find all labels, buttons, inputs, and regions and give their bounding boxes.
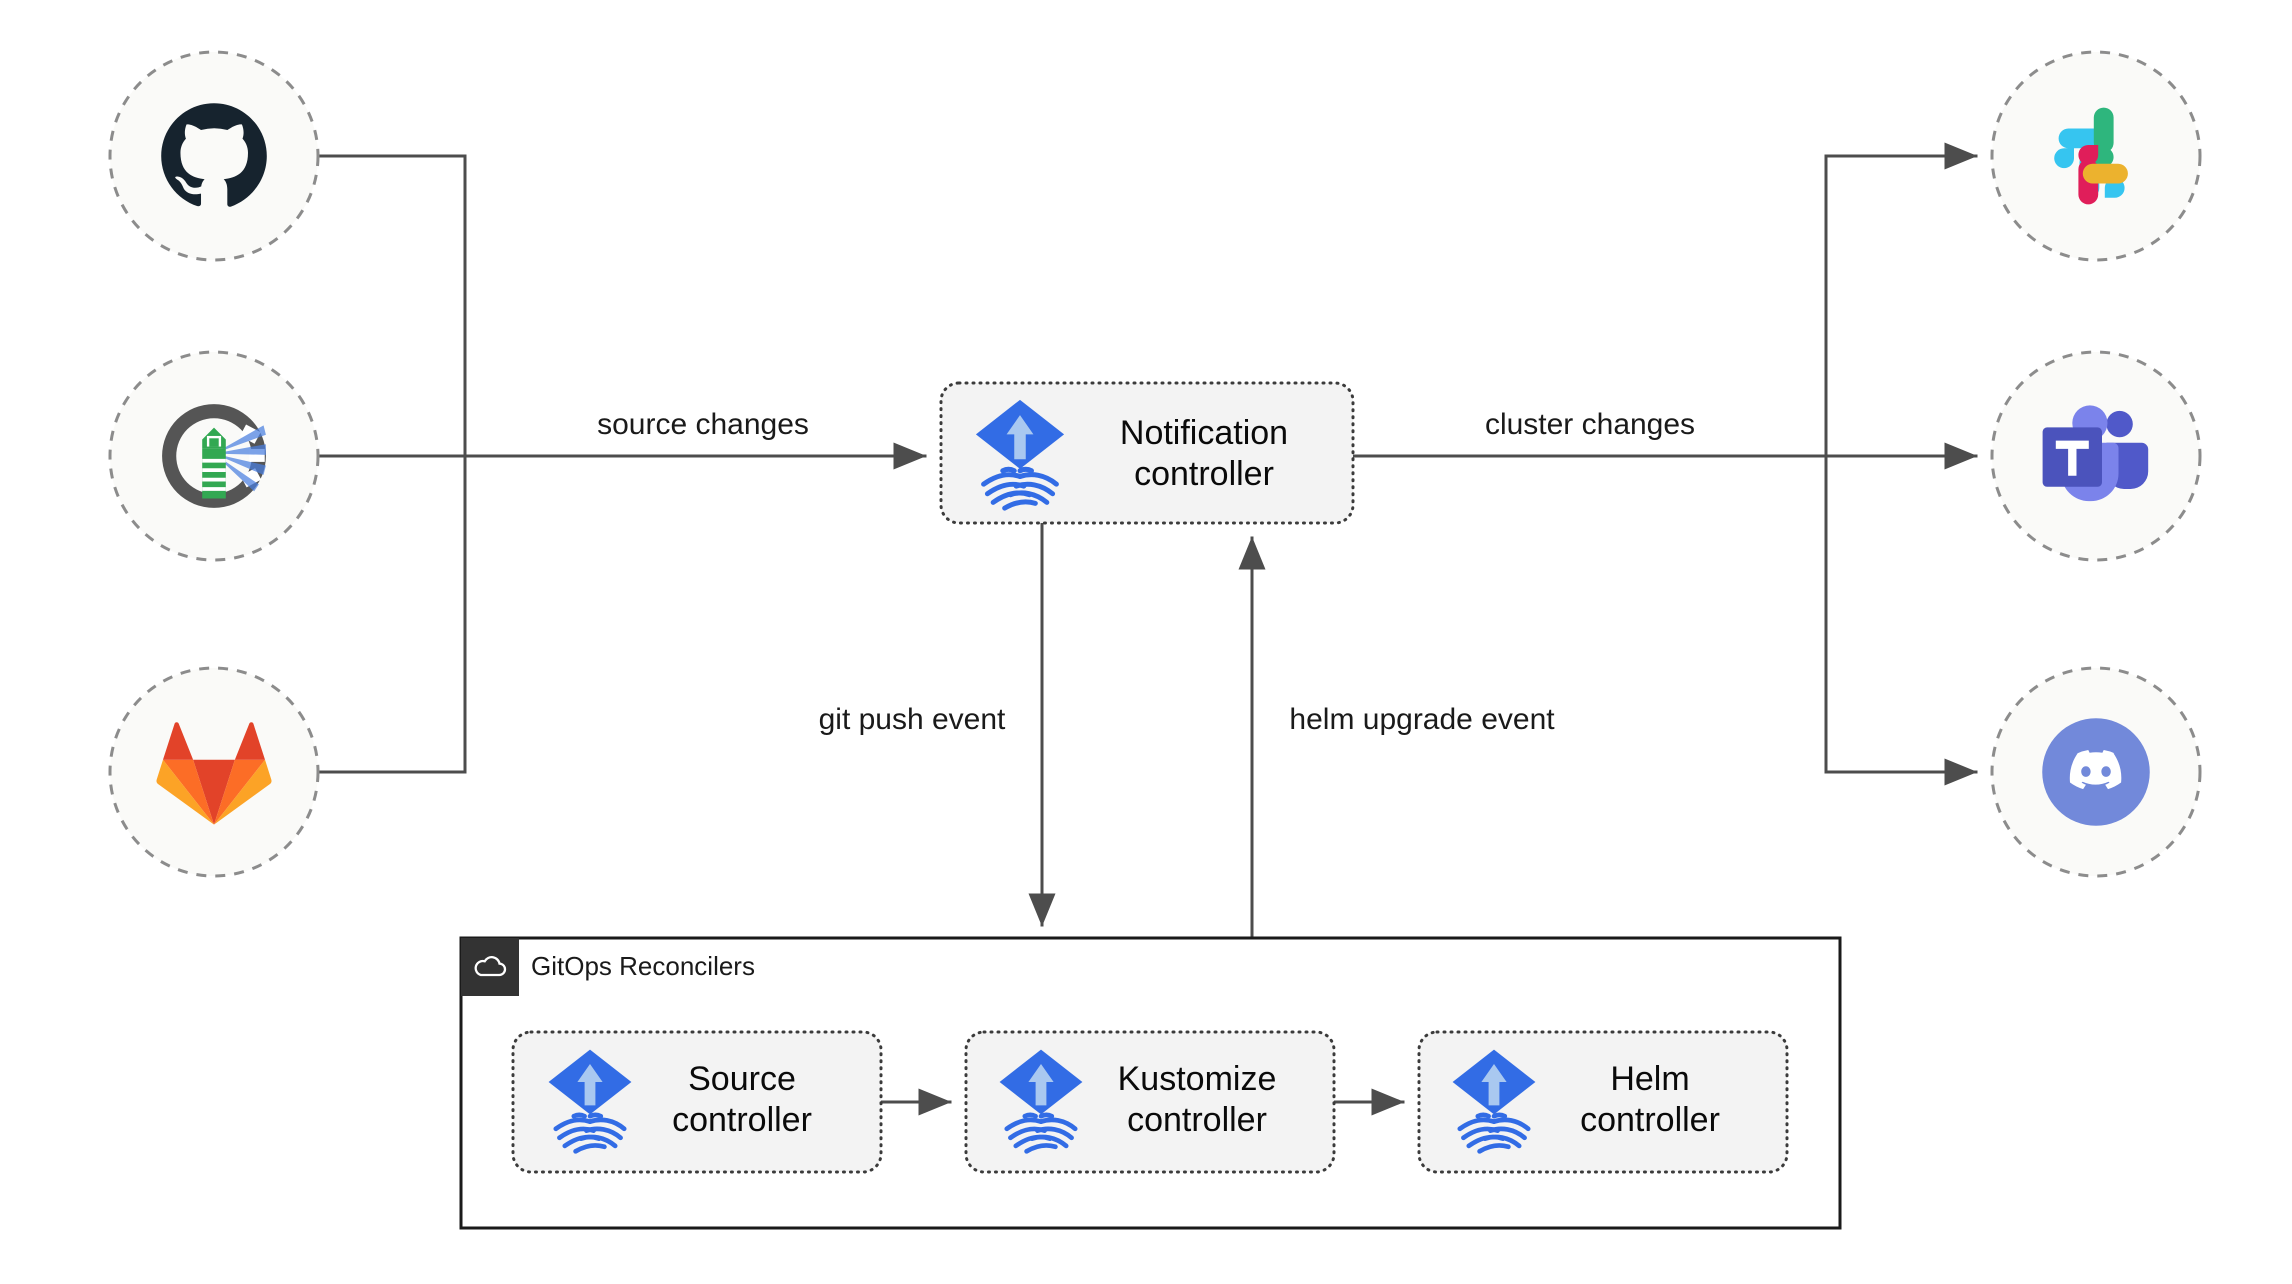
destination-node-teams[interactable] xyxy=(1990,350,2202,562)
kustomize-controller-node[interactable]: Kustomize controller xyxy=(964,1030,1336,1174)
edge-github-to-trunk xyxy=(316,154,467,458)
kustomize-controller-label-line1: Kustomize xyxy=(1118,1060,1277,1098)
source-nodes-group xyxy=(108,50,320,878)
edge-trunk-to-discord xyxy=(1824,454,1978,786)
destination-node-slack[interactable] xyxy=(1990,50,2202,262)
gitops-reconcilers-border xyxy=(459,936,1842,1230)
notification-controller-label-line1: Notification xyxy=(1120,414,1288,452)
gitops-reconcilers-title: GitOps Reconcilers xyxy=(531,951,755,981)
source-controller-label-line2: controller xyxy=(672,1101,812,1139)
kustomize-controller-label-line2: controller xyxy=(1127,1101,1267,1139)
gitops-reconcilers-group: GitOps Reconcilers Source controller Kus… xyxy=(459,936,1842,1230)
edge-gitlab-to-trunk xyxy=(316,454,467,774)
helm-controller-label-line1: Helm xyxy=(1610,1060,1689,1098)
notification-controller-label-line2: controller xyxy=(1134,455,1274,493)
destination-nodes-group xyxy=(1990,50,2202,878)
gitops-reconcilers-tab xyxy=(461,938,519,996)
source-node-gitlab[interactable] xyxy=(108,666,320,878)
source-controller-label-line1: Source xyxy=(688,1060,796,1098)
edge-label-git-push-event: git push event xyxy=(819,703,1006,736)
source-controller-node[interactable]: Source controller xyxy=(511,1030,883,1174)
edge-labels-group: source changes cluster changes git push … xyxy=(597,408,1695,736)
github-node-circle[interactable] xyxy=(108,50,320,262)
edge-label-cluster-changes: cluster changes xyxy=(1485,408,1695,441)
destination-node-discord[interactable] xyxy=(1990,666,2202,878)
edge-label-source-changes: source changes xyxy=(597,408,809,441)
source-node-harbor[interactable] xyxy=(108,350,320,562)
discord-icon xyxy=(2042,718,2150,826)
helm-controller-label-line2: controller xyxy=(1580,1101,1720,1139)
notification-controller-node[interactable]: Notification controller xyxy=(939,381,1355,525)
edges-group xyxy=(316,142,1978,1116)
edge-trunk-to-slack xyxy=(1824,142,1978,458)
edge-label-helm-upgrade-event: helm upgrade event xyxy=(1289,703,1555,736)
source-node-github[interactable] xyxy=(108,50,320,262)
helm-controller-node[interactable]: Helm controller xyxy=(1417,1030,1789,1174)
